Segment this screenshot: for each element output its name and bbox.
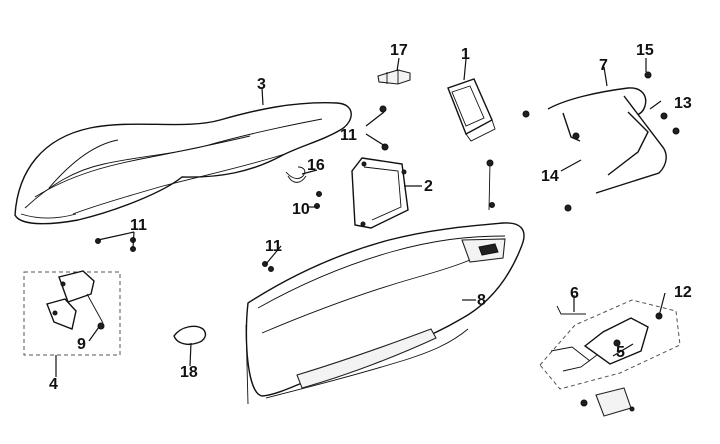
rack-part-7 bbox=[522, 71, 680, 212]
lock-assembly-part-5 bbox=[539, 299, 681, 417]
callout-label-17: 17 bbox=[390, 42, 408, 59]
callout-label-9: 9 bbox=[77, 336, 86, 353]
rod-part-6 bbox=[556, 305, 586, 315]
callout-label-8: 8 bbox=[477, 292, 486, 309]
callout-label-2: 2 bbox=[424, 178, 433, 195]
leader-lines bbox=[55, 57, 666, 377]
callout-label-14: 14 bbox=[541, 168, 559, 185]
callout-label-10: 10 bbox=[292, 201, 310, 218]
callout-label-11-middle: 11 bbox=[265, 238, 282, 255]
callout-label-4: 4 bbox=[49, 376, 58, 393]
callout-label-11-left: 11 bbox=[130, 217, 147, 234]
hinge-assembly-part-4 bbox=[23, 270, 121, 356]
connector-part-17 bbox=[377, 69, 411, 85]
storage-box-part bbox=[245, 222, 525, 405]
panel-part-2 bbox=[351, 157, 409, 229]
callout-label-16: 16 bbox=[307, 157, 325, 174]
callout-label-15: 15 bbox=[636, 42, 654, 59]
grommet-part-18 bbox=[173, 325, 207, 345]
callout-label-5: 5 bbox=[616, 344, 625, 361]
bracket-part-1 bbox=[447, 78, 496, 142]
clip-part-16 bbox=[285, 166, 307, 183]
seat-part bbox=[14, 102, 352, 225]
callout-labels: 1 2 3 4 5 6 7 8 9 10 11 11 11 11 12 13 1… bbox=[49, 42, 692, 393]
callout-label-11-upper: 11 bbox=[340, 127, 357, 144]
callout-label-6: 6 bbox=[570, 285, 579, 302]
hardware-details bbox=[95, 105, 495, 272]
callout-label-1: 1 bbox=[461, 46, 470, 63]
callout-label-12: 12 bbox=[674, 284, 692, 301]
callout-label-13: 13 bbox=[674, 95, 692, 112]
callout-label-18: 18 bbox=[180, 364, 198, 381]
callout-label-3: 3 bbox=[257, 76, 266, 93]
callout-label-7: 7 bbox=[599, 57, 608, 74]
